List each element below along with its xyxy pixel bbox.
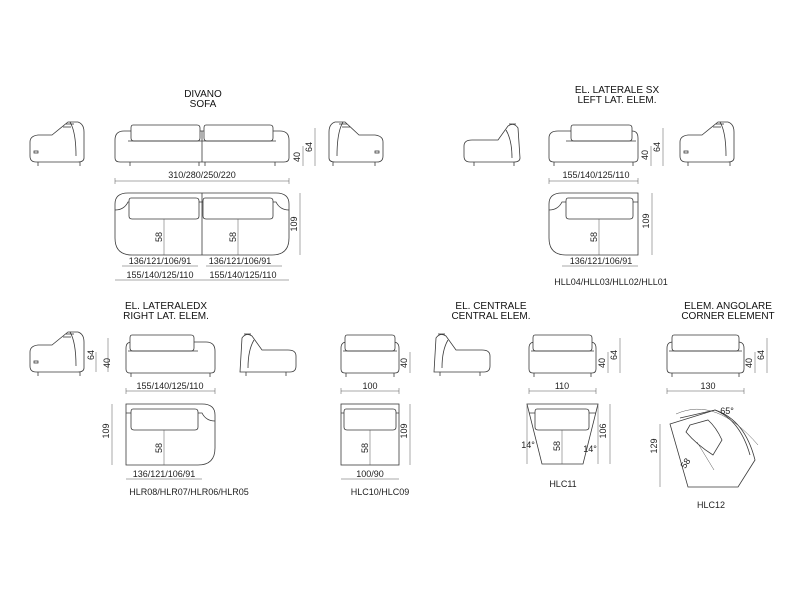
corner-width: 130 [700, 381, 715, 391]
corner-angle: 65° [720, 406, 734, 416]
group-central: EL. CENTRALE CENTRAL ELEM. 40 100 [340, 301, 621, 497]
sofa-side-view-right [328, 121, 384, 166]
left-lat-seat-width: 136/121/106/91 [570, 256, 633, 266]
sofa-width: 310/280/250/220 [168, 170, 236, 180]
right-lat-height-back: 64 [86, 350, 96, 360]
central-a-front [340, 334, 400, 377]
left-lat-height-seat: 40 [640, 150, 650, 160]
central-title-it: EL. CENTRALE [455, 301, 526, 312]
right-lat-front [125, 334, 216, 377]
left-lat-plan: 58 [548, 192, 639, 256]
sofa-plan-view: 58 58 [114, 192, 290, 256]
left-lat-codes: HLL04/HLL03/HLL02/HLL01 [554, 277, 668, 287]
right-lat-depth: 109 [101, 423, 111, 438]
group-left-lateral: EL. LATERALE SX LEFT LAT. ELEM. 40 64 15… [463, 85, 735, 287]
corner-codes: HLC12 [697, 500, 725, 510]
left-lat-seat-depth: 58 [589, 232, 599, 242]
central-a-seat-depth: 58 [360, 443, 370, 453]
corner-title-it: ELEM. ANGOLARE [684, 301, 772, 312]
left-lat-height-back: 64 [652, 142, 662, 152]
central-a-width: 100 [362, 381, 377, 391]
sofa-side-view [29, 121, 85, 167]
central-a-seat-width: 100/90 [356, 469, 384, 479]
right-lat-width: 155/140/125/110 [137, 381, 204, 391]
right-lat-side-a [29, 331, 85, 377]
central-b-height-back: 64 [609, 350, 619, 360]
central-b-angle-left: 14° [521, 440, 535, 450]
left-lat-title-it: EL. LATERALE SX [575, 85, 660, 96]
group-sofa: DIVANO SOFA [29, 89, 384, 281]
right-lat-side-b [239, 333, 297, 376]
central-b-width: 110 [555, 381, 569, 391]
sofa-height-seat: 40 [292, 152, 302, 162]
central-title-en: CENTRAL ELEM. [451, 311, 530, 322]
central-a-depth: 109 [399, 423, 409, 438]
sofa-seat-depth-left: 58 [154, 232, 164, 242]
corner-seat-depth: 58 [679, 456, 693, 470]
central-a-plan: 58 [340, 403, 400, 466]
sofa-depth: 109 [289, 216, 299, 231]
central-b-seat-depth: 58 [552, 441, 562, 451]
sofa-module-left: 155/140/125/110 [127, 270, 194, 280]
central-a-side [433, 333, 491, 376]
sofa-module-right: 155/140/125/110 [210, 270, 277, 280]
sofa-title-it: DIVANO [184, 89, 222, 100]
sofa-front-view [114, 124, 290, 166]
right-lat-title-en: RIGHT LAT. ELEM. [123, 311, 209, 322]
central-b-front [528, 334, 597, 377]
central-a-height-seat: 40 [399, 358, 409, 368]
corner-height-seat: 40 [744, 358, 754, 368]
central-b-plan: 58 [526, 403, 599, 465]
left-lat-side-b [679, 121, 735, 167]
sofa-height-back: 64 [304, 142, 314, 152]
right-lat-height-seat: 40 [102, 358, 112, 368]
sofa-seat-width-left: 136/121/106/91 [129, 256, 192, 266]
corner-depth: 129 [649, 438, 659, 453]
group-right-lateral: EL. LATERALEDX RIGHT LAT. ELEM. 64 40 15… [29, 301, 297, 497]
corner-title-en: CORNER ELEMENT [681, 311, 774, 322]
right-lat-seat-depth: 58 [154, 443, 164, 453]
left-lat-side-a [463, 123, 521, 166]
sofa-title-en: SOFA [190, 99, 217, 110]
left-lat-width: 155/140/125/110 [563, 170, 630, 180]
left-lat-front [548, 124, 639, 166]
central-b-height-seat: 40 [597, 358, 607, 368]
central-b-angle-right: 14° [583, 444, 597, 454]
right-lat-codes: HLR08/HLR07/HLR06/HLR05 [129, 487, 249, 497]
corner-plan: 58 65° [669, 406, 759, 488]
right-lat-plan: 58 [125, 403, 216, 466]
central-b-codes: HLC11 [549, 479, 576, 489]
group-corner: ELEM. ANGOLARE CORNER ELEMENT 40 64 130 … [649, 301, 775, 510]
left-lat-title-en: LEFT LAT. ELEM. [577, 95, 656, 106]
sofa-seat-width-right: 136/121/106/91 [209, 256, 272, 266]
sofa-seat-depth-right: 58 [228, 232, 238, 242]
central-a-codes: HLC10/HLC09 [351, 487, 410, 497]
right-lat-title-it: EL. LATERALEDX [125, 301, 207, 312]
corner-height-back: 64 [756, 350, 766, 360]
right-lat-seat-width: 136/121/106/91 [133, 469, 196, 479]
corner-front [666, 334, 745, 377]
central-b-depth: 106 [598, 423, 608, 438]
left-lat-depth: 109 [641, 213, 651, 228]
